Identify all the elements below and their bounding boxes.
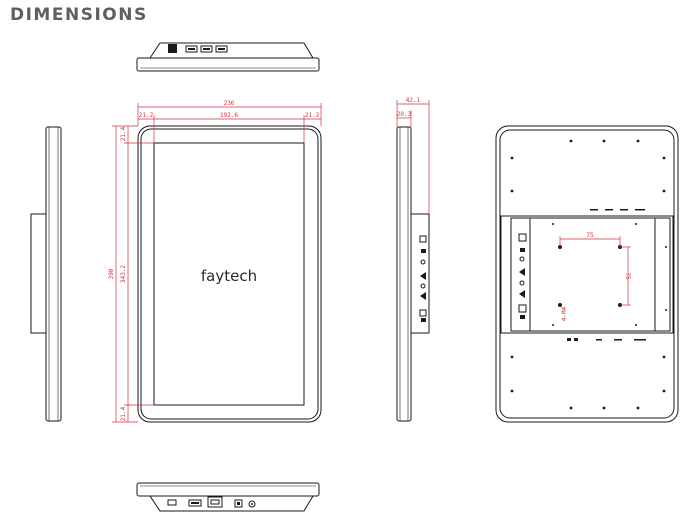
brand-logo-text: faytech [201, 267, 257, 285]
front-view: faytech [137, 125, 322, 423]
dim-width: 236 [224, 100, 235, 107]
front-dimensions: 236 21.2 192.6 21.2 390 21.4 343.2 21.4 [108, 100, 322, 423]
top-view [136, 42, 320, 72]
dim-frame-depth: 20.3 [397, 111, 412, 118]
back-view [495, 125, 679, 423]
bottom-view [136, 482, 320, 512]
page-title: DIMENSIONS [10, 5, 148, 25]
vesa-dimensions: 75 75 4-M4 [559, 232, 631, 321]
dim-screw-spec: 4-M4 [561, 306, 568, 321]
dim-vesa-horizontal: 75 [586, 232, 594, 239]
dim-bezel-top: 21.4 [120, 126, 127, 141]
left-side-view [30, 126, 62, 422]
dim-depth: 42.1 [406, 97, 421, 104]
back-screws [510, 139, 666, 410]
dim-height: 390 [108, 268, 115, 279]
right-side-view [396, 126, 430, 422]
dim-screen-height: 343.2 [120, 265, 127, 283]
side-dimensions: 42.1 20.3 [396, 97, 430, 214]
dim-vesa-vertical: 75 [624, 272, 631, 280]
dim-bezel-bottom: 21.4 [120, 406, 127, 421]
dim-bezel-left: 21.2 [139, 112, 154, 119]
dim-screen-width: 192.6 [220, 112, 238, 119]
dim-bezel-right: 21.2 [305, 112, 320, 119]
